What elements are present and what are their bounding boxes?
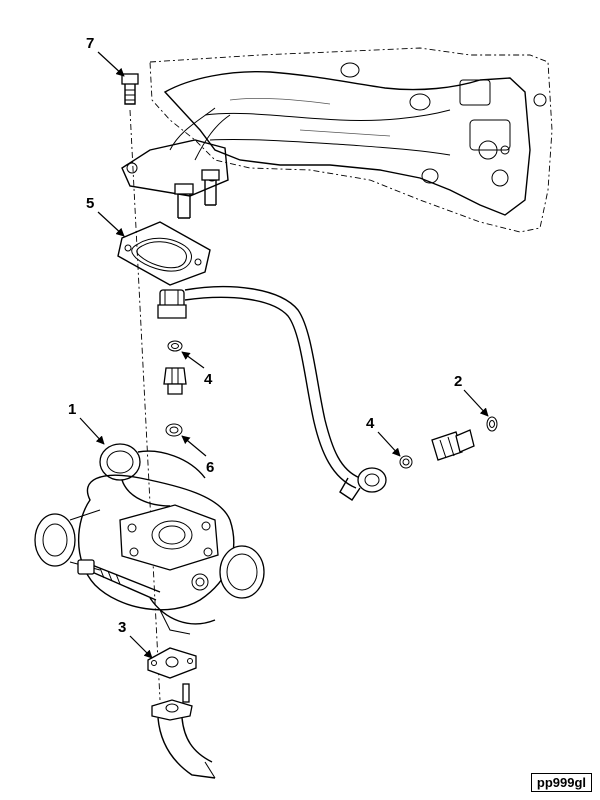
callout-2: 2 [454,373,462,390]
washer-lower [399,455,413,469]
leader-4b [377,431,401,457]
gasket-manifold [117,221,211,286]
oil-drain-tube [151,683,216,779]
callout-7: 7 [86,35,94,52]
leader-5 [97,211,125,237]
gasket-drain [147,647,197,679]
washer-upper [167,340,183,352]
callout-3: 3 [118,619,126,636]
connector-fitting [431,429,475,461]
centerline [129,109,161,701]
adapter-fitting [163,367,187,395]
callout-5: 5 [86,195,94,212]
leader-7 [97,51,125,77]
callout-4-upper: 4 [204,371,213,388]
leader-1 [79,417,105,445]
callout-1: 1 [68,401,76,418]
callout-4-lower: 4 [366,415,375,432]
leader-3 [129,635,153,659]
leader-2 [463,389,489,417]
oil-supply-line [157,285,387,501]
bolt [121,73,139,105]
washer-6 [165,423,183,437]
figure-reference-label: pp999gl [530,773,592,792]
turbocharger [34,443,265,635]
callout-6: 6 [206,459,214,476]
leader-6 [181,435,207,457]
washer-2 [486,416,498,432]
leader-4a [181,351,205,369]
exhaust-manifold [121,47,553,233]
